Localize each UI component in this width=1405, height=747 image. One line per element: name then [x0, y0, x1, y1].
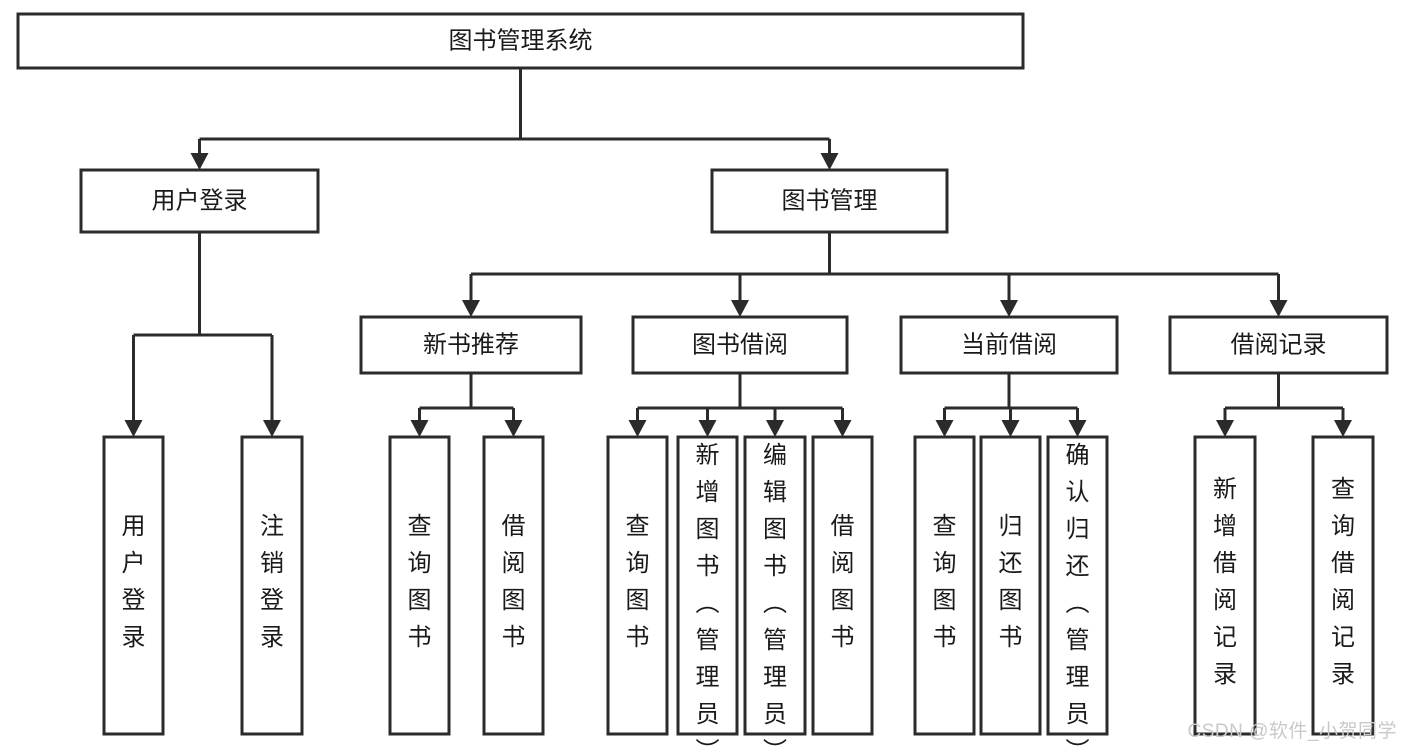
arrow-head-leaf-user-logout [263, 420, 281, 437]
node-leaf-add-book[interactable]: 新增图书︵管理员︶ [676, 435, 739, 747]
node-box-leaf-return-book [979, 435, 1042, 736]
node-leaf-add-record[interactable]: 新增借阅记录 [1193, 435, 1257, 736]
edge-group-new-book-recommend [410, 373, 523, 437]
edge-group-current-borrow [935, 373, 1087, 437]
node-box-leaf-query-book-2 [606, 435, 669, 736]
node-leaf-borrow-book-1[interactable]: 借阅图书 [482, 435, 545, 736]
node-box-book-manage [710, 168, 949, 234]
arrow-head-leaf-edit-book [766, 420, 784, 437]
arrow-head-leaf-confirm-return [1068, 420, 1087, 437]
node-box-new-book-recommend [359, 315, 583, 375]
node-box-leaf-add-record [1193, 435, 1257, 736]
edge-layer [124, 68, 1352, 437]
edge-group-book-manage [462, 232, 1288, 317]
arrow-head-leaf-query-record [1334, 420, 1352, 437]
node-box-leaf-query-book-1 [388, 435, 451, 736]
node-label-leaf-add-book: 新增图书︵管理员︶ [696, 442, 720, 747]
node-leaf-query-book-3[interactable]: 查询图书 [913, 435, 976, 736]
node-label-book-manage: 图书管理 [782, 187, 878, 214]
node-box-leaf-confirm-return [1046, 435, 1109, 736]
node-label-leaf-add-record: 新增借阅记录 [1213, 476, 1237, 688]
node-box-leaf-user-login [102, 435, 165, 736]
arrow-head-book-manage [820, 153, 839, 170]
node-box-leaf-user-logout [240, 435, 304, 736]
node-root[interactable]: 图书管理系统 [16, 12, 1025, 70]
node-box-borrow-record [1168, 315, 1389, 375]
node-new-book-recommend[interactable]: 新书推荐 [359, 315, 583, 375]
node-label-leaf-query-book-2: 查询图书 [626, 513, 650, 651]
node-box-current-borrow [899, 315, 1119, 375]
node-leaf-confirm-return[interactable]: 确认归还︵管理员︶ [1046, 435, 1109, 747]
node-box-user-login [79, 168, 320, 234]
node-box-leaf-borrow-book-1 [482, 435, 545, 736]
arrow-head-leaf-add-book [698, 420, 717, 437]
arrow-head-new-book-recommend [462, 300, 480, 317]
arrow-head-leaf-borrow-book-2 [833, 420, 852, 437]
node-leaf-return-book[interactable]: 归还图书 [979, 435, 1042, 736]
node-leaf-borrow-book-2[interactable]: 借阅图书 [811, 435, 874, 736]
node-leaf-user-logout[interactable]: 注销登录 [240, 435, 304, 736]
node-label-leaf-query-book-3: 查询图书 [933, 513, 957, 651]
arrow-head-leaf-query-book-2 [628, 420, 647, 437]
edge-group-root [190, 68, 839, 170]
node-box-book-borrow [631, 315, 849, 375]
node-label-new-book-recommend: 新书推荐 [423, 331, 519, 358]
node-layer: 图书管理系统用户登录图书管理新书推荐图书借阅当前借阅借阅记录用户登录注销登录查询… [16, 12, 1389, 747]
arrow-head-leaf-user-login [124, 420, 143, 437]
node-box-leaf-edit-book [743, 435, 807, 736]
edge-group-borrow-record [1216, 373, 1352, 437]
node-box-leaf-query-book-3 [913, 435, 976, 736]
node-label-leaf-query-record: 查询借阅记录 [1331, 476, 1355, 688]
watermark-text: CSDN @软件_小贺同学 [1187, 721, 1397, 742]
arrow-head-borrow-record [1269, 300, 1288, 317]
node-label-leaf-return-book: 归还图书 [999, 513, 1023, 651]
node-label-borrow-record: 借阅记录 [1231, 331, 1327, 358]
arrow-head-leaf-query-book-3 [935, 420, 954, 437]
node-label-leaf-user-login: 用户登录 [122, 513, 146, 651]
edge-group-book-borrow [628, 373, 852, 437]
node-label-current-borrow: 当前借阅 [961, 331, 1057, 358]
arrow-head-book-borrow [731, 300, 749, 317]
node-box-leaf-add-book [676, 435, 739, 736]
node-label-root: 图书管理系统 [449, 27, 593, 54]
node-book-manage[interactable]: 图书管理 [710, 168, 949, 234]
node-label-leaf-borrow-book-2: 借阅图书 [831, 513, 855, 651]
node-borrow-record[interactable]: 借阅记录 [1168, 315, 1389, 375]
arrow-head-leaf-add-record [1216, 420, 1234, 437]
node-leaf-query-record[interactable]: 查询借阅记录 [1311, 435, 1375, 736]
node-label-book-borrow: 图书借阅 [692, 331, 788, 358]
node-leaf-edit-book[interactable]: 编辑图书︵管理员︶ [743, 435, 807, 747]
node-label-user-login: 用户登录 [152, 187, 248, 214]
node-label-leaf-borrow-book-1: 借阅图书 [502, 513, 526, 651]
arrow-head-leaf-borrow-book-1 [504, 420, 523, 437]
node-label-leaf-edit-book: 编辑图书︵管理员︶ [763, 442, 787, 747]
node-leaf-query-book-2[interactable]: 查询图书 [606, 435, 669, 736]
node-box-leaf-query-record [1311, 435, 1375, 736]
node-label-leaf-user-logout: 注销登录 [260, 513, 284, 651]
arrow-head-user-login [190, 153, 209, 170]
node-label-leaf-query-book-1: 查询图书 [408, 513, 432, 651]
arrow-head-current-borrow [1000, 300, 1018, 317]
node-book-borrow[interactable]: 图书借阅 [631, 315, 849, 375]
node-label-leaf-confirm-return: 确认归还︵管理员︶ [1066, 442, 1090, 747]
node-user-login[interactable]: 用户登录 [79, 168, 320, 234]
edge-group-user-login [124, 232, 281, 437]
node-box-root [16, 12, 1025, 70]
node-box-leaf-borrow-book-2 [811, 435, 874, 736]
node-leaf-query-book-1[interactable]: 查询图书 [388, 435, 451, 736]
node-current-borrow[interactable]: 当前借阅 [899, 315, 1119, 375]
arrow-head-leaf-query-book-1 [410, 420, 429, 437]
node-leaf-user-login[interactable]: 用户登录 [102, 435, 165, 736]
arrow-head-leaf-return-book [1001, 420, 1020, 437]
